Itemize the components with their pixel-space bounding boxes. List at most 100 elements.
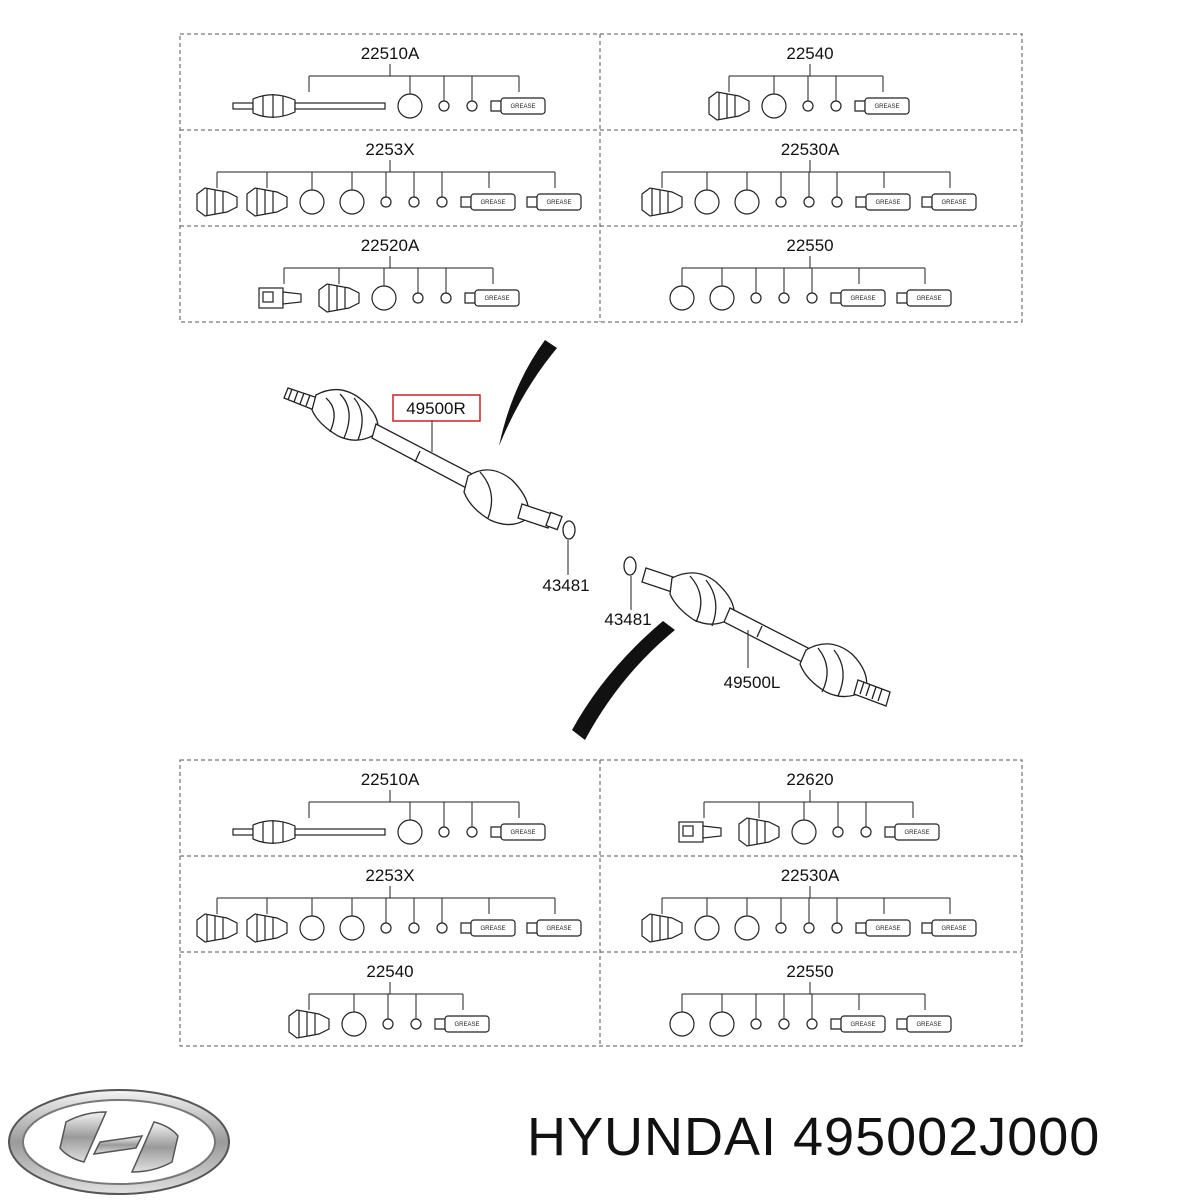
kit-item-ring (339, 189, 365, 215)
grease-label: GREASE (546, 926, 571, 932)
kit-item-grease: GREASE (855, 919, 911, 937)
shaft-label-right: 49500R (406, 399, 466, 418)
grease-label: GREASE (874, 104, 899, 110)
kit-leader-lines (703, 790, 914, 827)
kit-leader-lines (661, 160, 951, 197)
kit-item-grease: GREASE (854, 97, 910, 115)
kit-part-number: 22540 (366, 962, 413, 981)
kit-item-boot (288, 1009, 330, 1039)
kit-item-ring (669, 1011, 695, 1037)
kit-part-number: 2253X (365, 140, 414, 159)
kit-leader-lines (216, 160, 556, 197)
kit-item-boot (738, 817, 780, 847)
kit-item-joint (258, 287, 302, 309)
grease-label: GREASE (941, 200, 966, 206)
kit-item-ring (341, 1011, 367, 1037)
kit-item-boot (641, 187, 683, 217)
drive-shaft-right (283, 387, 563, 531)
kit-item-ring-sm (750, 292, 762, 304)
kit-item-boot (318, 283, 360, 313)
clip-label-right: 43481 (542, 576, 589, 595)
kit-item-ring-sm (803, 196, 815, 208)
kit-leader-lines (283, 256, 494, 293)
kit-item-ring-sm (412, 292, 424, 304)
grease-label: GREASE (480, 200, 505, 206)
kit-item-ring-sm (803, 922, 815, 934)
kit-item-ring (734, 189, 760, 215)
shaft-label-left: 49500L (724, 673, 781, 692)
kit-leader-lines (681, 982, 926, 1019)
grease-label: GREASE (454, 1022, 479, 1028)
kit-item-boot (246, 187, 288, 217)
grease-label: GREASE (480, 926, 505, 932)
kit-item-ring (299, 915, 325, 941)
brand-name: HYUNDAI (527, 1107, 778, 1167)
kit-part-number: 22520A (361, 236, 420, 255)
grease-label: GREASE (510, 830, 535, 836)
kit-item-ring (791, 819, 817, 845)
grease-label: GREASE (875, 926, 900, 932)
part-highlight-box (392, 394, 481, 422)
kit-item-ring (371, 285, 397, 311)
bottom-kit-2253X: 2253X GREASE GREASE (196, 866, 582, 943)
grease-label: GREASE (916, 296, 941, 302)
kit-leader-lines (308, 982, 464, 1019)
kit-item-ring (694, 189, 720, 215)
kit-part-number: 22540 (786, 44, 833, 63)
kit-item-grease: GREASE (526, 919, 582, 937)
grease-label: GREASE (484, 296, 509, 302)
kit-item-ring (339, 915, 365, 941)
drive-shaft-left (641, 567, 891, 707)
kit-part-number: 22550 (786, 236, 833, 255)
clip-ring-right (562, 520, 576, 540)
kit-item-ring-sm (802, 100, 814, 112)
kit-item-boot (708, 91, 750, 121)
kit-item-shaft (232, 94, 386, 118)
kit-part-number: 22620 (786, 770, 833, 789)
kit-item-shaft (232, 820, 386, 844)
kit-item-ring-sm (831, 196, 843, 208)
kit-item-ring-sm (778, 292, 790, 304)
grease-label: GREASE (546, 200, 571, 206)
pointer-wedge-top (499, 340, 557, 446)
kit-item-ring-sm (380, 196, 392, 208)
kit-item-ring-sm (860, 826, 872, 838)
kit-item-ring-sm (466, 826, 478, 838)
kit-item-ring-sm (438, 826, 450, 838)
kit-part-number: 2253X (365, 866, 414, 885)
kit-item-grease: GREASE (526, 193, 582, 211)
kit-item-grease: GREASE (830, 1015, 886, 1033)
clip-label-left: 43481 (604, 610, 651, 629)
kit-item-boot (641, 913, 683, 943)
kit-item-grease: GREASE (490, 823, 546, 841)
kit-part-number: 22550 (786, 962, 833, 981)
part-number: 495002J000 (793, 1107, 1101, 1167)
kit-item-ring-sm (466, 100, 478, 112)
top-kit-2253X: 2253X GREASE GREASE (196, 140, 582, 217)
kit-item-grease: GREASE (460, 193, 516, 211)
grease-label: GREASE (941, 926, 966, 932)
kit-part-number: 22510A (361, 44, 420, 63)
kit-item-ring-sm (436, 922, 448, 934)
grease-label: GREASE (875, 200, 900, 206)
kit-leader-lines (216, 886, 556, 923)
kit-item-ring (761, 93, 787, 119)
top-kit-22520A: 22520A GREASE (258, 236, 520, 313)
kit-item-grease: GREASE (921, 193, 977, 211)
kit-item-boot (246, 913, 288, 943)
kit-item-ring-sm (408, 922, 420, 934)
kit-item-grease: GREASE (896, 1015, 952, 1033)
kit-item-ring-sm (806, 292, 818, 304)
kit-item-grease: GREASE (896, 289, 952, 307)
brand-part-title: HYUNDAI 495002J000 (527, 1106, 1100, 1168)
kit-item-ring-sm (832, 826, 844, 838)
